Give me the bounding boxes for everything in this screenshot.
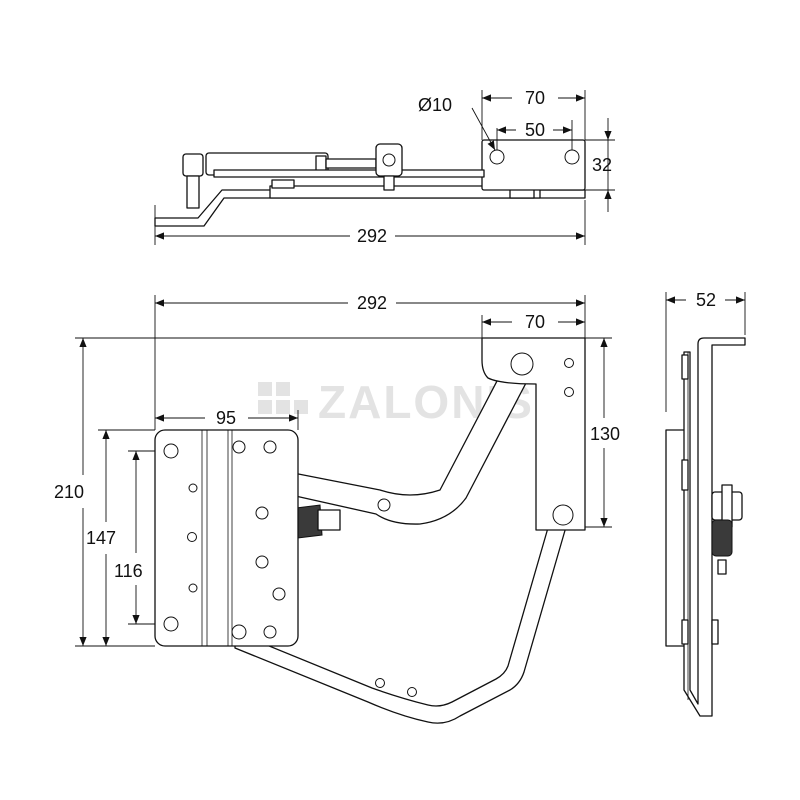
- dim-top-overall-length: 292: [357, 226, 387, 246]
- front-view-lower-arm-hole-1: [375, 678, 385, 688]
- dim-front-base-plate-width: 95: [216, 408, 236, 428]
- front-view-base-hole-4: [188, 583, 198, 593]
- top-view-hole-left: [489, 149, 505, 165]
- dim-side-depth: 52: [696, 290, 716, 310]
- side-view-bushing: [711, 519, 733, 557]
- side-view-tab-4: [711, 619, 719, 645]
- top-view-mount-plate: [481, 139, 586, 191]
- side-view-tab-1: [681, 354, 689, 380]
- front-view-base-hole-7: [263, 440, 277, 454]
- top-view-bolt-right-eye: [382, 153, 396, 167]
- side-view-tab-3: [681, 619, 689, 645]
- front-view-gas-spring-end: [317, 509, 341, 531]
- dim-front-top-plate-height: 130: [590, 424, 620, 444]
- front-view-base-hole-9: [255, 555, 269, 569]
- front-view-base-plate: [154, 429, 299, 647]
- front-view-base-hole-1: [163, 443, 179, 459]
- front-view-base-hole-3: [187, 532, 197, 542]
- front-view-top-plate: [481, 337, 586, 531]
- dim-top-plate-height: 32: [592, 155, 612, 175]
- top-view-bolt-right-shank: [383, 175, 395, 191]
- dim-front-base-hole-spacing: 116: [114, 561, 143, 581]
- front-view-top-plate-pivot: [510, 352, 534, 376]
- front-view-base-hole-2: [188, 483, 198, 493]
- top-view-bolt-left-shank: [186, 175, 200, 209]
- top-view-flat-plate: [269, 185, 541, 199]
- top-view-hole-right: [564, 149, 580, 165]
- front-view-base-hole-12: [263, 625, 277, 639]
- front-view-base-hole-10: [272, 587, 286, 601]
- top-view-link-rod: [213, 169, 485, 178]
- top-view-dimensions: 70 50 Ø10 32 292: [154, 88, 615, 246]
- top-view: [154, 139, 586, 227]
- top-view-bolt-left-head: [182, 153, 204, 177]
- front-view-top-plate-lower-pivot: [552, 504, 574, 526]
- zalonis-logo-icon: [258, 382, 308, 414]
- front-view-upper-arm-hole: [377, 498, 391, 512]
- front-view-dimensions: 292 70 130 95 210 147 116: [54, 293, 620, 647]
- front-view-base-hole-8: [255, 506, 269, 520]
- side-view-tab-2: [681, 459, 689, 491]
- side-view-spacer: [717, 559, 727, 575]
- front-view-top-plate-hole-1: [564, 358, 574, 368]
- side-view: [665, 337, 746, 717]
- front-view-lower-arm-hole-2: [407, 687, 417, 697]
- front-view-top-plate-hole-2: [564, 387, 574, 397]
- top-view-spacer: [271, 179, 295, 189]
- dim-top-plate-width: 70: [525, 88, 545, 108]
- dim-front-overall-height: 210: [54, 482, 84, 502]
- dim-front-base-plate-height: 147: [86, 528, 116, 548]
- front-view-base-hole-6: [232, 440, 246, 454]
- front-view: [154, 337, 586, 724]
- side-view-dimensions: 52: [665, 290, 746, 412]
- dim-front-top-plate-width: 70: [525, 312, 545, 332]
- front-view-base-hole-11: [231, 624, 247, 640]
- front-view-base-hole-5: [163, 616, 179, 632]
- top-view-gas-spring-rod: [325, 158, 377, 169]
- dim-front-overall-width: 292: [357, 293, 387, 313]
- dim-top-hole-diameter: Ø10: [418, 95, 452, 115]
- dim-top-hole-spacing: 50: [525, 120, 545, 140]
